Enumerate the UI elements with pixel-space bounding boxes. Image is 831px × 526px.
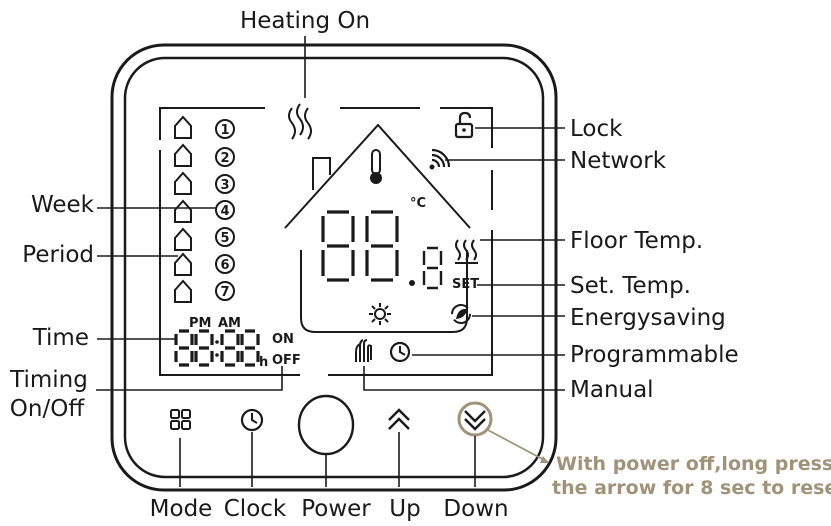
clock-button[interactable]	[240, 408, 264, 432]
week-day-numbers: 1 2 3 4 5 6 7	[215, 119, 235, 301]
day-7: 7	[215, 281, 235, 301]
label-lock: Lock	[570, 116, 623, 142]
label-clock-button: Clock	[224, 496, 287, 522]
svg-text:6: 6	[220, 258, 229, 273]
celsius-unit: °C	[410, 196, 426, 211]
leader-lines	[96, 36, 565, 487]
power-button[interactable]	[297, 394, 355, 456]
label-floor-temp: Floor Temp.	[570, 228, 703, 254]
reset-note-line1: With power off,long press	[556, 453, 831, 475]
label-manual: Manual	[570, 377, 654, 403]
label-programmable: Programmable	[570, 342, 739, 368]
house-outline	[284, 123, 471, 333]
label-week: Week	[31, 192, 95, 218]
svg-text:5: 5	[220, 231, 229, 246]
programmable-clock-icon	[389, 341, 411, 363]
label-up-button: Up	[389, 496, 420, 522]
reset-leader-line	[485, 428, 549, 463]
label-energysaving: Energysaving	[570, 305, 726, 331]
mode-button[interactable]	[170, 409, 191, 430]
time-digits	[174, 329, 260, 367]
reset-note-line2: the arrow for 8 sec to reset	[552, 477, 831, 499]
lcd-display-frame	[159, 107, 493, 376]
svg-text:1: 1	[220, 123, 229, 138]
svg-text:3: 3	[220, 178, 229, 193]
up-button[interactable]	[388, 408, 410, 430]
network-icon	[429, 148, 451, 170]
manual-hand-icon	[355, 339, 372, 362]
day-1: 1	[215, 119, 235, 139]
am-indicator: AM	[218, 316, 241, 331]
label-set-temp: Set. Temp.	[570, 273, 691, 299]
label-time: Time	[32, 325, 89, 351]
label-timing-line1: Timing	[9, 367, 88, 393]
reset-leader-arrow	[540, 456, 549, 463]
hour-unit: h	[259, 355, 268, 370]
lock-icon	[454, 111, 474, 139]
heating-waves-icon	[288, 103, 312, 140]
label-network: Network	[570, 148, 667, 174]
day-3: 3	[215, 174, 235, 194]
set-indicator: SET	[452, 277, 479, 292]
timer-on-indicator: ON	[272, 332, 294, 347]
temperature-digits	[321, 210, 443, 290]
pm-indicator: PM	[189, 316, 211, 331]
floor-heat-icon	[455, 239, 478, 264]
label-power-button: Power	[301, 496, 371, 522]
down-button[interactable]	[457, 401, 493, 437]
label-period: Period	[22, 242, 94, 268]
day-2: 2	[215, 147, 235, 167]
label-heating-on: Heating On	[240, 8, 370, 34]
svg-text:4: 4	[220, 204, 229, 219]
period-icons	[174, 115, 192, 303]
svg-text:2: 2	[220, 151, 229, 166]
label-mode-button: Mode	[150, 496, 213, 522]
energysaving-icon	[451, 304, 471, 324]
label-timing-line2: On/Off	[10, 396, 86, 422]
timer-off-indicator: OFF	[272, 353, 301, 368]
thermometer-icon	[370, 149, 382, 184]
label-down-button: Down	[443, 496, 508, 522]
day-6: 6	[215, 254, 235, 274]
sun-icon	[369, 303, 391, 325]
day-5: 5	[215, 227, 235, 247]
svg-text:7: 7	[220, 285, 229, 300]
day-4: 4	[215, 200, 235, 220]
